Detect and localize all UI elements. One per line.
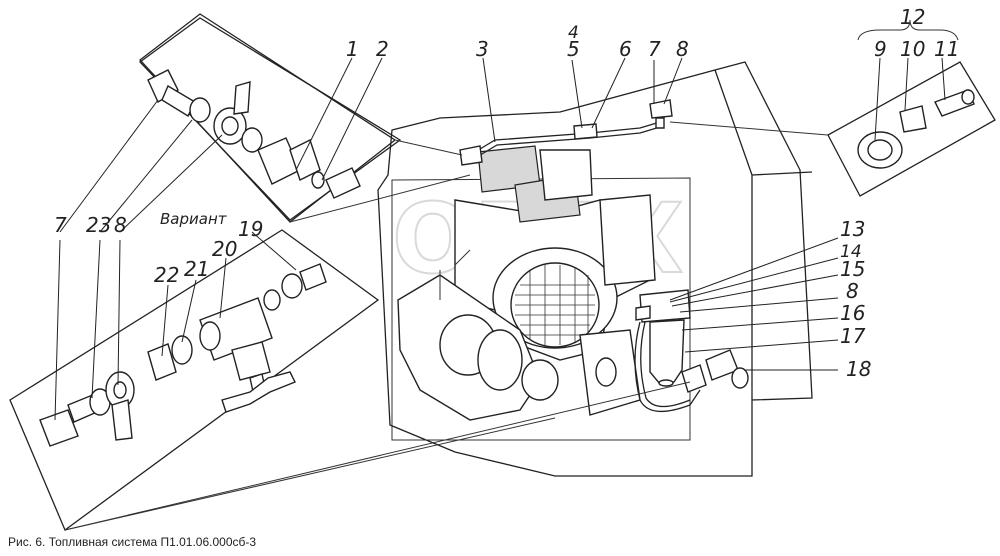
- callout-4: 4: [568, 23, 579, 43]
- callout-2: 2: [376, 37, 389, 61]
- inset-panel-variant: [9, 229, 380, 532]
- callout-16: 16: [840, 301, 865, 325]
- callout-13: 13: [840, 217, 865, 241]
- callout-10: 10: [900, 37, 925, 61]
- leader-variant-1: [64, 417, 556, 531]
- callout-19: 19: [238, 217, 263, 241]
- callout-12: 12: [900, 5, 925, 29]
- callout-20: 20: [212, 237, 237, 261]
- callout-3: 3: [476, 37, 489, 61]
- callout-1: 1: [346, 37, 359, 61]
- callout-7-left: 7: [54, 213, 67, 237]
- leader-clamp-inset: [669, 121, 829, 136]
- engine-assembly: [377, 61, 813, 477]
- callout-17: 17: [840, 324, 866, 348]
- fan-grille: [515, 265, 595, 345]
- callout-15: 15: [840, 257, 865, 281]
- inset-panel-clamp: [827, 61, 996, 197]
- callout-22: 22: [154, 263, 179, 287]
- callout-7-top: 7: [648, 37, 661, 61]
- leader-inset-to-engine-2: [289, 174, 471, 223]
- top-fuel-line: [459, 99, 673, 166]
- callout-14: 14: [840, 242, 862, 262]
- leader-variant-2: [64, 381, 691, 531]
- return-line: [634, 321, 749, 412]
- leader-inset-to-engine: [394, 139, 463, 156]
- callout-5: 5: [567, 37, 580, 61]
- callout-numbers: 1 2 3 4 5 6 7 8 12 9 10 11 13 14 15 8 16…: [54, 5, 959, 381]
- callout-9: 9: [874, 37, 887, 61]
- callout-8-left: 8: [114, 213, 127, 237]
- callout-23: 23: [86, 213, 111, 237]
- callout-11: 11: [934, 37, 959, 61]
- variant-label: Вариант: [160, 210, 228, 228]
- callout-6: 6: [619, 37, 632, 61]
- brace-12: [857, 19, 959, 41]
- leader-lines: [54, 57, 946, 421]
- callout-18: 18: [846, 357, 871, 381]
- fuel-filter: [635, 289, 691, 387]
- inset-panel-fitting: [139, 13, 402, 223]
- callout-21: 21: [184, 257, 209, 281]
- callout-8-right: 8: [846, 279, 859, 303]
- callout-8-top: 8: [676, 37, 689, 61]
- figure-caption: Рис. 6. Топливная система П1.01.06.000сб…: [8, 535, 257, 549]
